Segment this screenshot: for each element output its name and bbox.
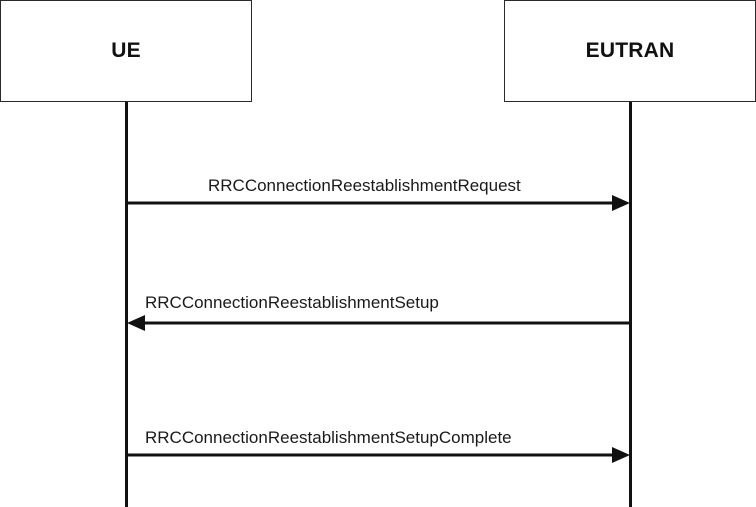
message-arrow-setup [127,315,629,331]
eutran-entity-box: EUTRAN [504,0,756,102]
message-arrow-setup-complete [127,447,630,463]
message-label-setup-complete: RRCConnectionReestablishmentSetupComplet… [145,428,512,447]
ue-entity-label: UE [111,39,141,62]
eutran-lifeline [629,102,632,507]
ue-entity-box: UE [0,0,252,102]
eutran-entity-label: EUTRAN [585,39,675,62]
ue-lifeline [125,102,128,507]
message-arrow-request [127,195,630,211]
message-label-setup: RRCConnectionReestablishmentSetup [145,293,439,312]
message-label-request: RRCConnectionReestablishmentRequest [208,176,521,195]
